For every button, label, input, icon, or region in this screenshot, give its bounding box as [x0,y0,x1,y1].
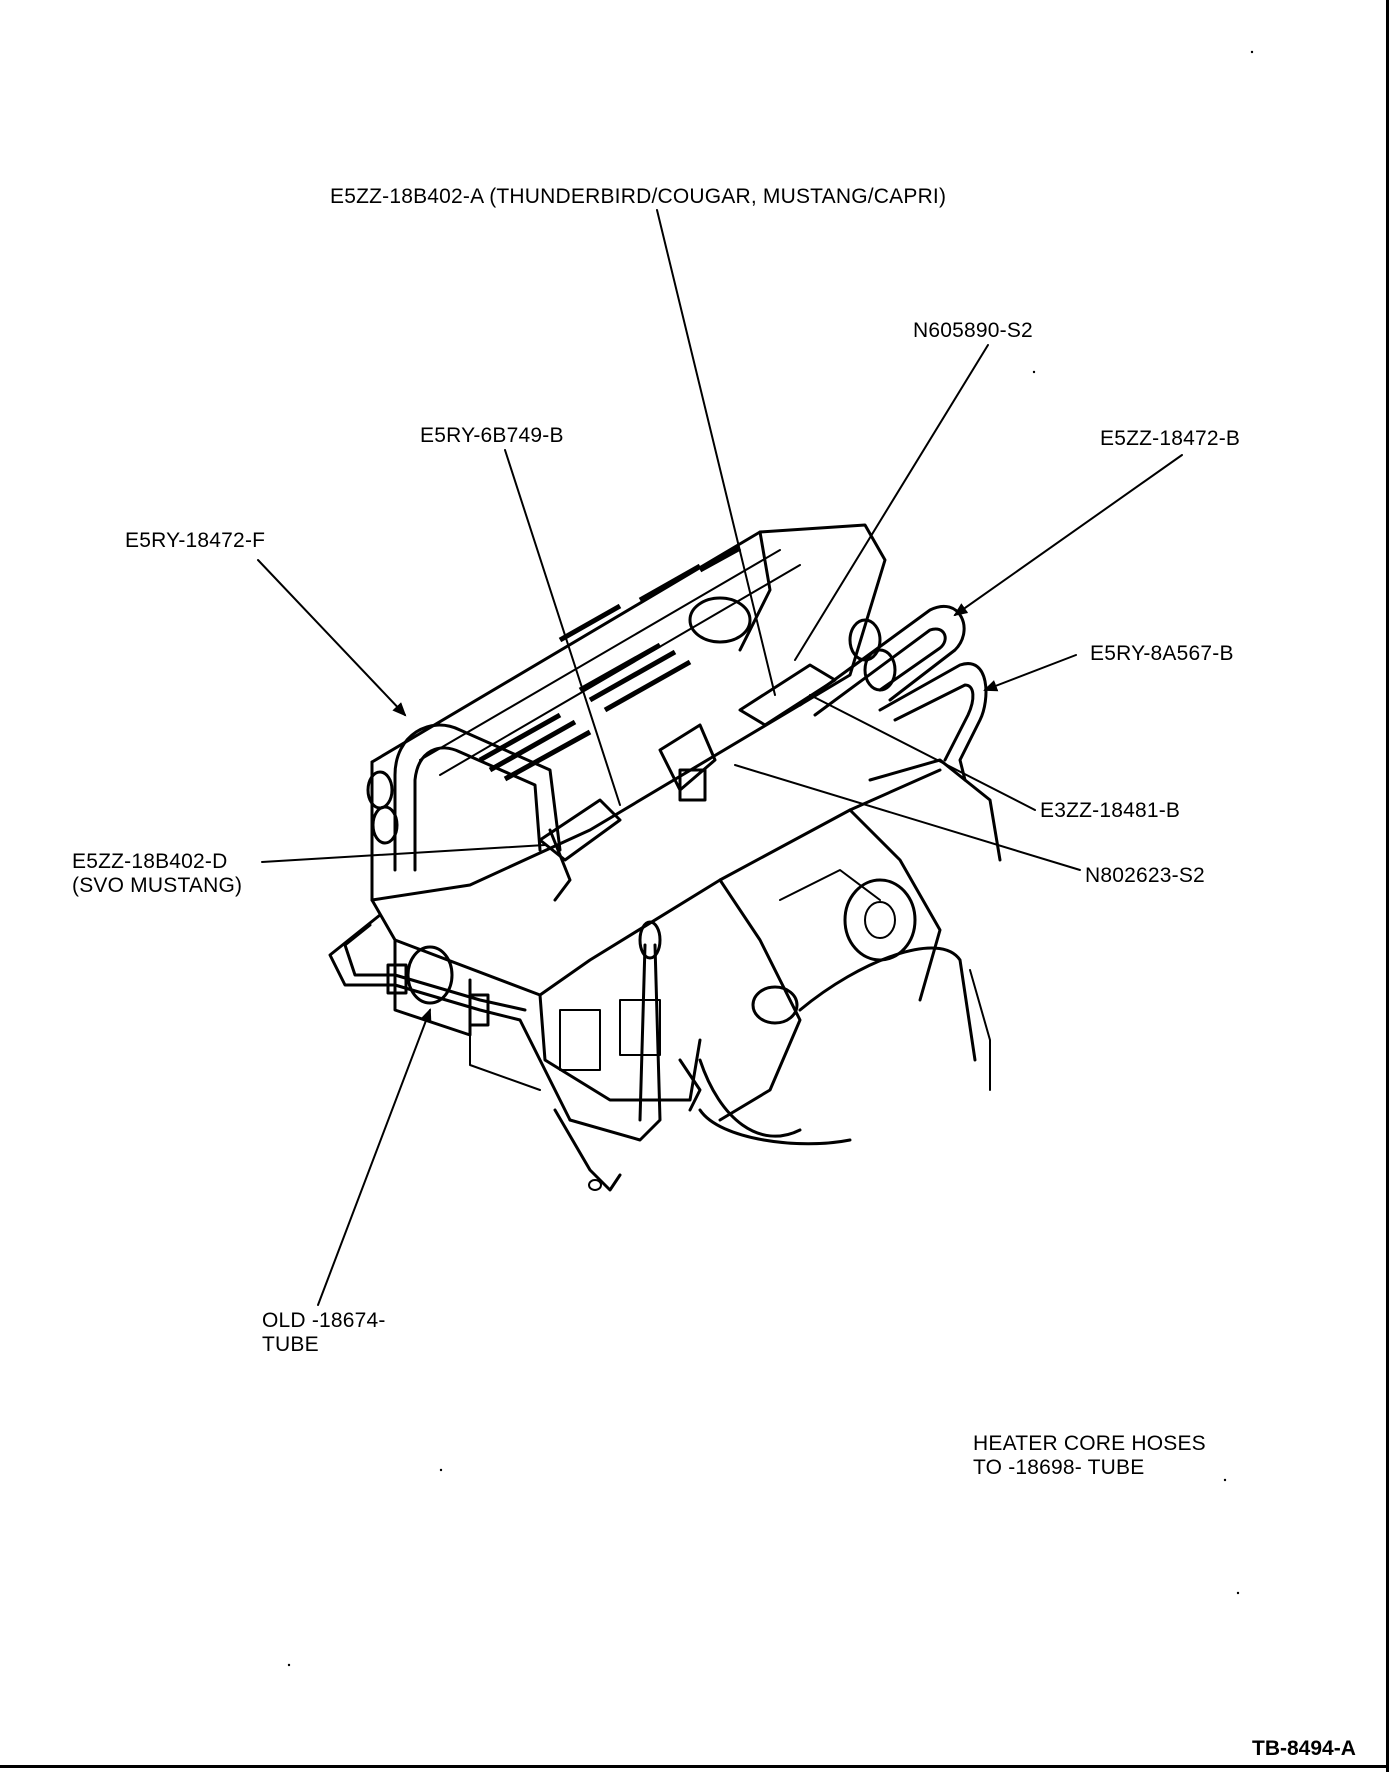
callout-svo-harness-line1: E5ZZ-18B402-D [72,850,228,873]
callout-svo-harness-line2: (SVO MUSTANG) [72,874,243,897]
leader-n605890 [794,344,989,661]
callout-n802623: N802623-S2 [1085,864,1205,887]
leader-18481 [809,694,1036,811]
leader-svo-harness [261,844,546,863]
harness-bracket [538,723,717,902]
figure-reference: TB-8494-A [1252,1737,1356,1760]
note-line1: HEATER CORE HOSES [973,1432,1206,1455]
heater-hose-f [366,723,562,872]
callout-8a567: E5RY-8A567-B [1090,642,1234,665]
valve-cover [370,523,887,902]
callout-n605890: N605890-S2 [913,319,1033,342]
page-border-right [1386,0,1389,1772]
leader-18472f [257,559,407,717]
leader-lines [257,209,1183,1306]
note-line2: TO -18698- TUBE [973,1456,1145,1479]
leader-8a567 [983,654,1077,692]
callout-old-tube-line2: TUBE [262,1333,319,1356]
callout-18472f: E5RY-18472-F [125,529,266,552]
cylinder-head [370,758,1002,1122]
leader-old-tube [317,1008,432,1306]
leader-6b749 [504,449,621,806]
scan-specks [287,50,1254,1667]
page-border-bottom [0,1765,1389,1768]
callout-old-tube-line1: OLD -18674- [262,1309,386,1332]
front-pulley [678,946,991,1146]
leader-n802623 [734,764,1081,871]
callout-18481: E3ZZ-18481-B [1040,799,1181,822]
callout-top-harness: E5ZZ-18B402-A (THUNDERBIRD/COUGAR, MUSTA… [330,185,947,208]
lower-tube [328,913,662,1192]
callout-6b749: E5RY-6B749-B [420,424,564,447]
heater-hose-right [738,604,988,782]
callout-18472b: E5ZZ-18472-B [1100,427,1241,450]
leader-top-harness [656,209,776,696]
leader-18472b [953,454,1183,617]
